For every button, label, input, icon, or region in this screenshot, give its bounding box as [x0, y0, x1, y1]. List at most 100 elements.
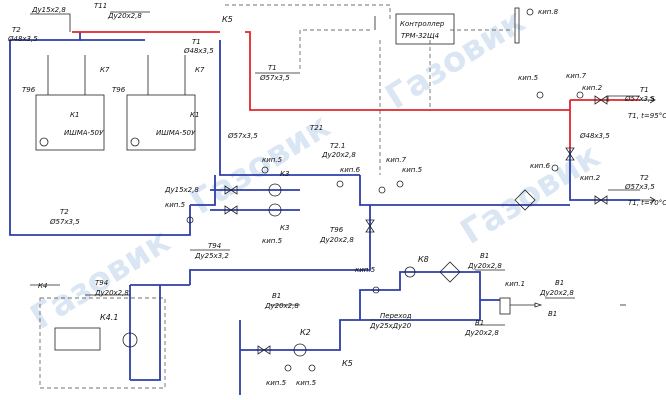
label-t1-boiler-size: Ø48х3,5: [183, 47, 214, 55]
label-t21-size: Ду20х2,8: [321, 151, 356, 159]
valve-icon[interactable]: [594, 95, 608, 105]
label-t2-bottom-size: Ø57х3,5: [49, 218, 80, 226]
valve-icon[interactable]: [257, 345, 271, 355]
water-meter: [499, 297, 511, 315]
label-k5-low: К5: [342, 359, 353, 368]
label-t11-size: Ду20х2,8: [107, 12, 142, 20]
label-t1-out-size: Ø57х3,5: [624, 95, 655, 103]
label-t1-main-size: Ø57х3,5: [259, 74, 290, 82]
gauge-icon: [536, 91, 544, 99]
label-boiler-right: ИШМА-50У: [156, 129, 196, 137]
filter-k8-icon: [439, 261, 461, 283]
label-t94-top: Т94: [208, 242, 221, 250]
valve-group: [224, 95, 608, 355]
pump-k3-b-icon[interactable]: [268, 203, 282, 217]
makeup-pipe: [189, 205, 371, 285]
label-b1-low: В1: [475, 319, 484, 327]
label-top-fitting: Ду15х2,8: [31, 6, 66, 14]
sensor-kip8: [514, 7, 520, 44]
supply-pipe-main: [245, 31, 570, 111]
gauge-icon: [284, 364, 292, 372]
valve-icon[interactable]: [224, 185, 238, 195]
label-t94-top-size: Ду25х3,2: [194, 252, 229, 260]
label-t2-left: Т2: [12, 26, 21, 34]
gauge-icon: [336, 180, 344, 188]
label-t21-b: Т2.1: [330, 142, 345, 150]
leader: [30, 13, 71, 32]
gauge-icon: [526, 8, 534, 16]
makeup-loop: [359, 271, 481, 320]
label-t2-left-size: Ø48х3,5: [7, 35, 38, 43]
label-b1-low-size: Ду20х2,8: [464, 329, 499, 337]
label-t94-mid: Т94: [95, 279, 108, 287]
gauge-icon: [186, 216, 194, 224]
leader: [607, 95, 640, 102]
k4-tank: [54, 327, 101, 351]
label-kip2-r: кип.2: [582, 84, 603, 92]
label-kip5-b: кип.5: [262, 237, 283, 245]
label-t11: Т11: [94, 2, 107, 10]
label-b1-right-size: Ду20х2,8: [539, 289, 574, 297]
label-b1-pump-size: Ду20х2,8: [264, 302, 299, 310]
pump-k2-icon[interactable]: [293, 343, 307, 357]
boiler-left[interactable]: [35, 94, 105, 151]
label-kip5-r1: кип.5: [518, 74, 539, 82]
pump-k3-a-icon[interactable]: [268, 183, 282, 197]
label-b1-pump: В1: [272, 292, 281, 300]
label-b1-top-size: Ду20х2,8: [467, 262, 502, 270]
label-k3-b: К3: [280, 224, 289, 232]
label-k7-left: К7: [100, 66, 110, 74]
watermark-text: Газовик: [454, 136, 608, 253]
label-kip6-r: кип.6: [530, 162, 551, 170]
label-t96-main-size: Ду20х2,8: [319, 236, 354, 244]
label-k5-top: К5: [222, 15, 233, 24]
label-kip2-r2: кип.2: [580, 174, 601, 182]
gauge-icon: [378, 186, 386, 194]
watermark-text: Газовик: [379, 1, 533, 118]
label-du15-left: Ду15х2,8: [164, 186, 199, 194]
label-kip5-low2: кип.5: [296, 379, 317, 387]
arrow-out-icon: [640, 196, 656, 204]
boiler-right[interactable]: [126, 94, 196, 151]
label-t2-out-size: Ø57х3,5: [624, 183, 655, 191]
valve-icon[interactable]: [224, 205, 238, 215]
label-perehod-size: Ду25хДу20: [369, 322, 412, 330]
label-kip5-mid: кип.5: [355, 266, 376, 274]
label-b1-arrow: В1: [548, 310, 557, 318]
label-k4: К4: [38, 282, 47, 290]
label-k1-right: К1: [190, 111, 199, 119]
label-kip6-a: кип.6: [340, 166, 361, 174]
label-k41: К4.1: [100, 313, 118, 322]
valve-icon[interactable]: [365, 219, 375, 233]
boiler-right-burner-icon: [130, 137, 140, 147]
label-k8: К8: [418, 255, 429, 264]
pump-k8-icon[interactable]: [404, 266, 416, 278]
gauge-icon: [576, 91, 584, 99]
gauge-icon: [261, 166, 269, 174]
boiler-connections: [47, 55, 186, 95]
controller-label-1: Контроллер: [400, 20, 445, 28]
filter-icon: [514, 189, 536, 211]
label-t1-out: Т1: [640, 86, 649, 94]
controller-box[interactable]: [395, 13, 455, 45]
control-line-left: [299, 29, 370, 70]
label-t2-out-temp: Т1, t=70°С: [628, 199, 666, 207]
label-kip7-r: кип.7: [566, 72, 587, 80]
pump-k41-icon[interactable]: [122, 332, 138, 348]
gauge-icon: [308, 364, 316, 372]
gauge-icon: [551, 164, 559, 172]
k4-bottom: [130, 340, 161, 381]
label-k3-a: К3: [280, 170, 289, 178]
valve-icon[interactable]: [594, 195, 608, 205]
gauge-icon: [372, 286, 380, 294]
control-line-top: [225, 4, 391, 20]
gauge-group: [186, 8, 584, 372]
label-t96-b: Т96: [112, 86, 126, 94]
return-branch: [190, 175, 216, 206]
label-t96: Т96: [22, 86, 36, 94]
label-kip5-low1: кип.5: [266, 379, 287, 387]
label-kip5-left: кип.5: [165, 201, 186, 209]
label-d57-left: Ø57х3,5: [227, 132, 258, 140]
valve-icon[interactable]: [565, 147, 575, 161]
